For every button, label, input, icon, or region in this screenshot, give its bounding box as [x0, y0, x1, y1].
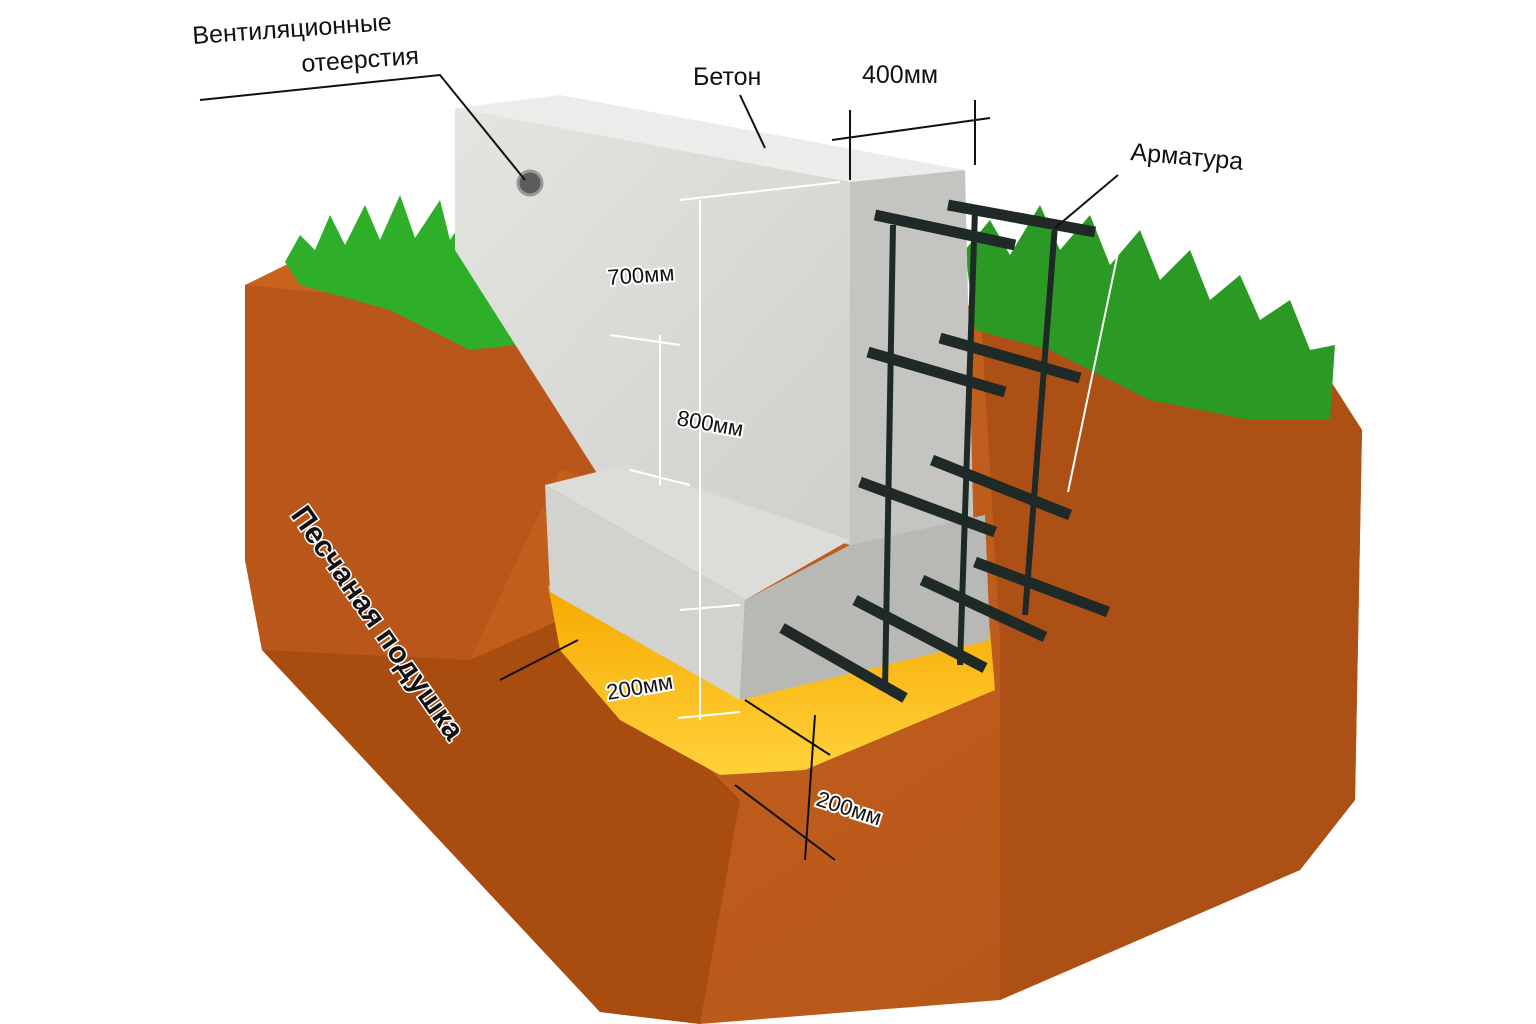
dimension-lines — [199, 73, 1131, 861]
vent-label-line1: Вентиляционные — [191, 8, 392, 50]
sand-cushion — [548, 585, 995, 775]
concrete-label: Бетон — [693, 63, 761, 91]
vent-label-line2: отеерстия — [300, 42, 419, 78]
rebar-cage — [779, 199, 1110, 703]
rebar-label: Арматура — [1129, 138, 1244, 176]
width-label: 400мм — [862, 61, 938, 89]
wall-height-label: 700мм — [607, 260, 676, 290]
vent-hole — [516, 169, 544, 197]
